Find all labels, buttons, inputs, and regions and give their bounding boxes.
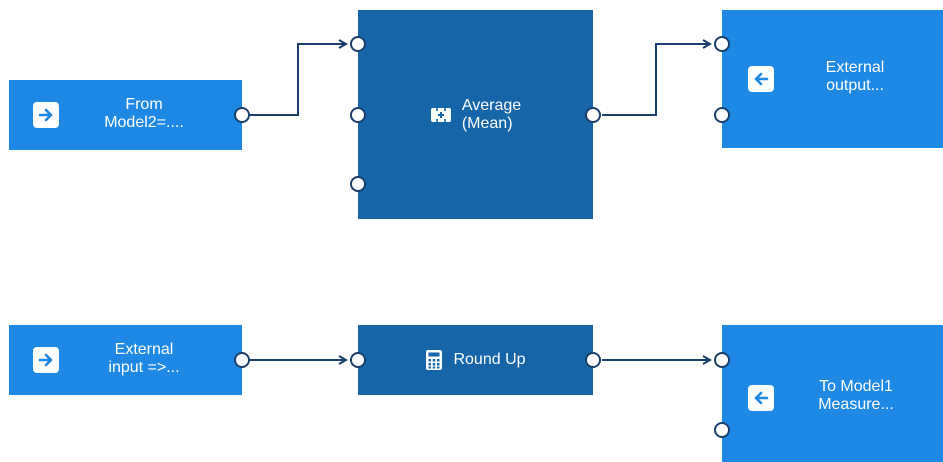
node-round-up[interactable]: Round Up — [358, 325, 593, 395]
node-external-input[interactable]: External input =>... — [9, 325, 242, 395]
input-port[interactable] — [714, 107, 730, 123]
output-port[interactable] — [234, 107, 250, 123]
arrow-left-into-icon — [748, 66, 774, 92]
input-port[interactable] — [350, 36, 366, 52]
node-average-mean[interactable]: Average (Mean) — [358, 10, 593, 219]
average-icon — [430, 106, 452, 124]
input-port[interactable] — [350, 107, 366, 123]
node-label: To Model1 Measure... — [818, 378, 894, 413]
arrow-left-into-icon — [748, 385, 774, 411]
output-port[interactable] — [585, 352, 601, 368]
node-label: External input =>... — [108, 341, 180, 376]
input-port[interactable] — [714, 36, 730, 52]
output-port[interactable] — [585, 107, 601, 123]
input-port[interactable] — [714, 352, 730, 368]
node-label: External output... — [825, 59, 885, 94]
node-label: Round Up — [453, 351, 526, 368]
output-port[interactable] — [234, 352, 250, 368]
input-port[interactable] — [350, 176, 366, 192]
node-to-model1[interactable]: To Model1 Measure... — [722, 325, 943, 462]
node-external-output[interactable]: External output... — [722, 10, 943, 148]
calculator-icon — [425, 349, 443, 371]
input-port[interactable] — [714, 422, 730, 438]
arrow-right-into-icon — [33, 102, 59, 128]
node-from-model2[interactable]: From Model2=.... — [9, 80, 242, 150]
arrow-right-into-icon — [33, 347, 59, 373]
wire-average-to-external-output — [602, 44, 710, 116]
wire-from-model2-to-average — [250, 44, 346, 116]
node-label: From Model2=.... — [104, 96, 184, 131]
node-label: Average (Mean) — [461, 96, 522, 132]
input-port[interactable] — [350, 352, 366, 368]
